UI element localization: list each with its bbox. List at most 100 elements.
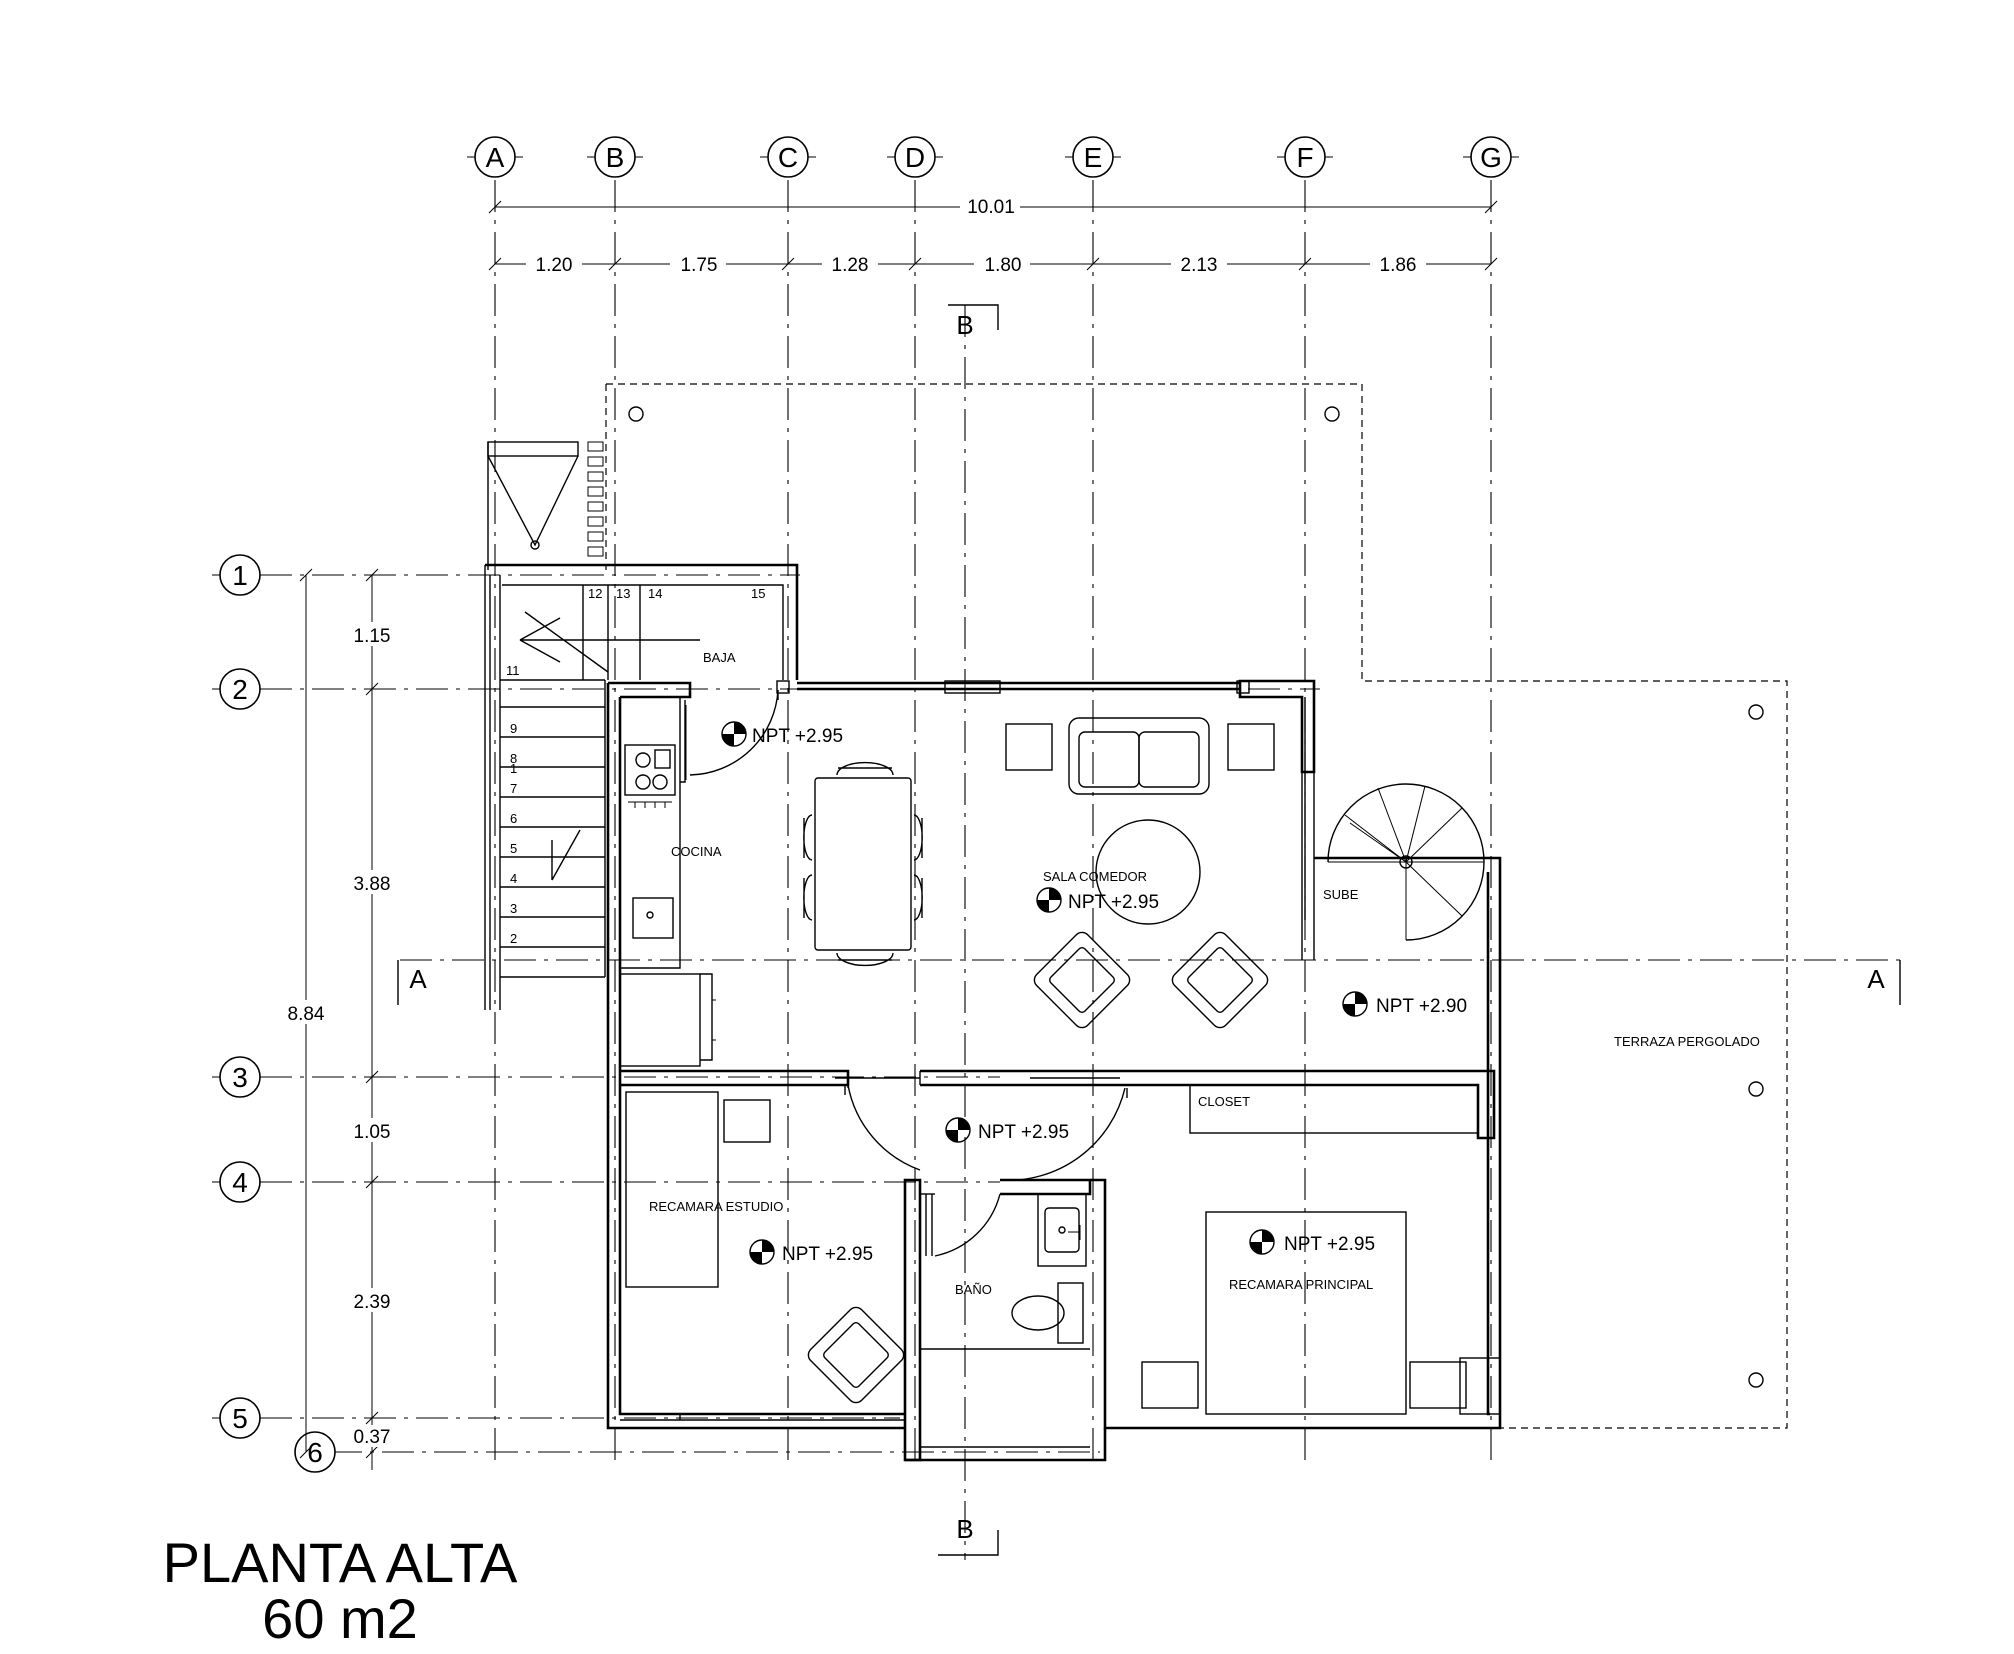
room-label-closet: CLOSET	[1198, 1094, 1250, 1109]
room-label-terraza: TERRAZA PERGOLADO	[1614, 1034, 1760, 1049]
room-labels: BAJA COCINA SALA COMEDOR SUBE TERRAZA PE…	[649, 650, 1760, 1297]
stair-step-label: 1	[510, 761, 517, 776]
section-mark-a-left: A	[409, 964, 427, 994]
dimension-segment: 1.15	[354, 626, 391, 647]
grid-label: D	[905, 142, 925, 173]
level-marker-icon	[1249, 1229, 1275, 1255]
level-label: NPT +2.95	[1068, 892, 1159, 913]
grid-axes-vertical	[494, 180, 1492, 1460]
grid-label: A	[486, 142, 505, 173]
grid-bubble-d: D	[887, 136, 943, 178]
dimension-segment: 2.13	[1181, 255, 1218, 276]
grid-bubble-4: 4	[212, 1161, 268, 1203]
level-marker-icon	[945, 1117, 971, 1143]
room-label-recamara-estudio: RECAMARA ESTUDIO	[649, 1199, 783, 1214]
grid-bubble-a: A	[467, 136, 523, 178]
stair-step-label: 14	[648, 586, 662, 601]
row-bubbles: 1 2 3 4 5 6	[212, 554, 336, 1473]
grid-label: 3	[232, 1062, 248, 1093]
dimension-segment: 2.39	[354, 1292, 391, 1313]
level-label: NPT +2.95	[752, 726, 843, 747]
grid-label: G	[1480, 142, 1502, 173]
dimension-segment: 1.20	[536, 255, 573, 276]
interior-stair: 1 2 3 4 5 6 7 8 9 11 12 13 14 15	[484, 563, 799, 1010]
level-marker-icon	[1036, 887, 1062, 913]
doors	[835, 1077, 1128, 1257]
terrace-outlines	[605, 383, 1788, 1429]
dimension-segment: 1.75	[681, 255, 718, 276]
stair-step-label: 9	[510, 721, 517, 736]
section-mark-b-top: B	[956, 310, 973, 340]
dimension-segment: 0.37	[354, 1427, 391, 1448]
grid-bubble-c: C	[760, 136, 816, 178]
stair-step-label: 3	[510, 901, 517, 916]
plan-area-text: 60 m2	[262, 1587, 418, 1650]
dimension-segment: 3.88	[354, 874, 391, 895]
level-marker-icon	[1342, 991, 1368, 1017]
room-label-cocina: COCINA	[671, 844, 722, 859]
room-label-bano: BAÑO	[955, 1282, 992, 1297]
grid-label: 2	[232, 674, 248, 705]
room-label-sala-comedor: SALA COMEDOR	[1043, 869, 1147, 884]
grid-bubble-3: 3	[212, 1056, 268, 1098]
grid-label: 4	[232, 1167, 248, 1198]
section-marks: A A B B	[397, 304, 1901, 1556]
walls	[606, 679, 1502, 1462]
stair-step-label: 7	[510, 781, 517, 796]
stair-step-label: 11	[506, 663, 520, 678]
master-bedroom-furniture	[1141, 1211, 1467, 1415]
stair-step-label: 5	[510, 841, 517, 856]
level-label: NPT +2.90	[1376, 996, 1467, 1017]
room-label-baja: BAJA	[703, 650, 736, 665]
grid-bubble-5: 5	[212, 1397, 268, 1439]
room-label-recamara-principal: RECAMARA PRINCIPAL	[1229, 1277, 1373, 1292]
stair-step-label: 2	[510, 931, 517, 946]
stair-step-label: 4	[510, 871, 517, 886]
grid-label: F	[1296, 142, 1313, 173]
exterior-stair-top	[487, 441, 604, 570]
stair-step-label: 8	[510, 751, 517, 766]
stair-step-label: 15	[751, 586, 765, 601]
study-bedroom-furniture	[620, 1091, 905, 1421]
level-marker-icon	[721, 721, 747, 747]
grid-label: 6	[307, 1437, 323, 1468]
section-mark-b-bottom: B	[956, 1514, 973, 1544]
grid-bubble-1: 1	[212, 554, 268, 596]
plan-title-text: PLANTA ALTA	[163, 1531, 518, 1594]
column-bubbles: A B C D E F G	[467, 136, 1519, 178]
dimensions-vertical: 8.84 1.15 3.88 1.05 2.39 0.37	[282, 568, 396, 1470]
stair-step-label: 6	[510, 811, 517, 826]
grid-label: 5	[232, 1403, 248, 1434]
grid-label: E	[1084, 142, 1103, 173]
living-furniture	[1005, 717, 1275, 1029]
grid-bubble-e: E	[1065, 136, 1121, 178]
grid-label: C	[778, 142, 798, 173]
grid-bubble-2: 2	[212, 668, 268, 710]
stair-step-label: 12	[588, 586, 602, 601]
level-label: NPT +2.95	[1284, 1234, 1375, 1255]
room-label-sube: SUBE	[1323, 887, 1359, 902]
dimension-segment: 1.86	[1380, 255, 1417, 276]
dimension-segment: 1.28	[832, 255, 869, 276]
kitchen-fixtures	[619, 689, 779, 1067]
spiral-stair	[1327, 783, 1500, 941]
total-depth-dimension: 8.84	[288, 1004, 325, 1025]
grid-label: B	[606, 142, 625, 173]
stair-step-label: 13	[616, 586, 630, 601]
section-mark-a-right: A	[1867, 964, 1885, 994]
level-label: NPT +2.95	[978, 1122, 1069, 1143]
level-markers: NPT +2.95 NPT +2.95 NPT +2.90 NPT +2.95 …	[721, 721, 1467, 1265]
dimensions-horizontal: 10.01 1.20 1.75 1.28 1.80 2.13 1.86	[488, 193, 1498, 276]
dimension-segment: 1.05	[354, 1122, 391, 1143]
plan-title: PLANTA ALTA 60 m2	[163, 1531, 518, 1650]
dining-table	[803, 761, 923, 967]
bathroom-fixtures	[1011, 1193, 1087, 1344]
level-marker-icon	[749, 1239, 775, 1265]
grid-label: 1	[232, 560, 248, 591]
grid-axes-horizontal	[260, 305, 1900, 1560]
grid-bubble-f: F	[1277, 136, 1333, 178]
grid-bubble-6: 6	[294, 1431, 336, 1473]
windows	[776, 680, 1501, 1415]
level-label: NPT +2.95	[782, 1244, 873, 1265]
